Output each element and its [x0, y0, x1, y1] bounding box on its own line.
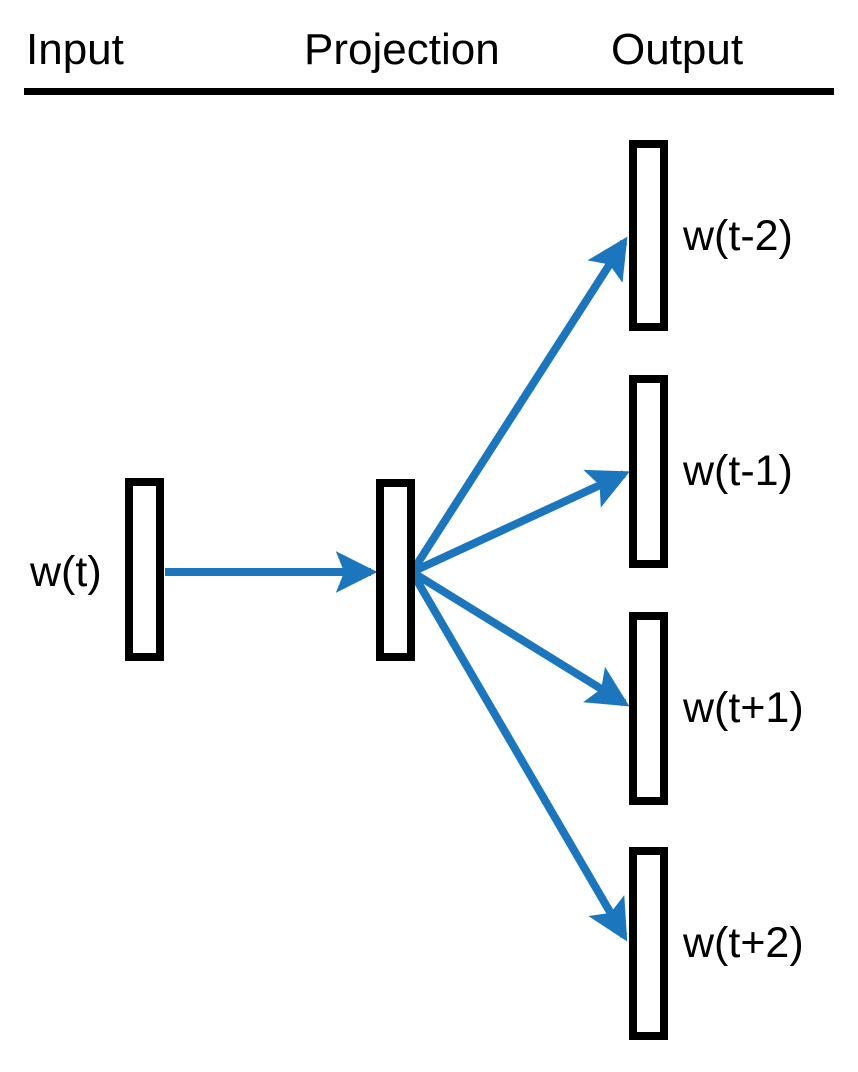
arrow-projection-to-w-t-plus-2 — [408, 569, 628, 942]
column-header-projection: Projection — [304, 25, 500, 74]
arrow-projection-to-w-t-minus-2 — [408, 236, 628, 575]
column-header-input: Input — [26, 25, 124, 74]
output-token-label-w-t-plus-2: w(t+2) — [683, 919, 804, 967]
column-header-output: Output — [611, 25, 744, 74]
output-token-label-w-t-minus-2: w(t-2) — [683, 212, 793, 260]
arrow-projection-to-w-t-minus-1 — [410, 469, 630, 576]
arrow-projection-to-w-t-plus-1 — [409, 568, 630, 707]
output-vector-box-w-t-minus-2[interactable] — [629, 140, 668, 331]
input-vector-box[interactable] — [125, 478, 164, 661]
output-token-label-w-t-plus-1: w(t+1) — [683, 684, 804, 732]
output-vector-box-w-t-plus-2[interactable] — [629, 847, 668, 1040]
output-vector-box-w-t-plus-1[interactable] — [629, 612, 668, 805]
input-token-label: w(t) — [30, 548, 102, 596]
header-divider-rule — [24, 88, 834, 95]
projection-vector-box[interactable] — [376, 479, 415, 661]
output-token-label-w-t-minus-1: w(t-1) — [683, 447, 793, 495]
output-vector-box-w-t-minus-1[interactable] — [629, 375, 668, 568]
